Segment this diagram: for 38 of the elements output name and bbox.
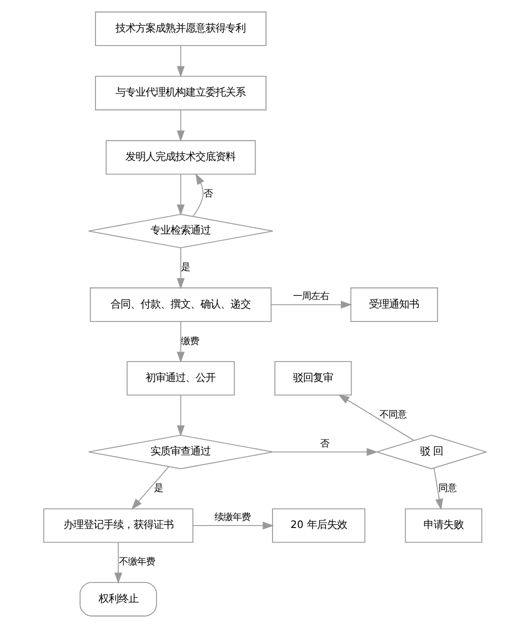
node-diamond: 驳 回 xyxy=(374,434,488,470)
node-box: 权利终止 xyxy=(79,582,156,616)
arrow xyxy=(176,321,184,363)
edge-label: 是 xyxy=(180,262,190,274)
edge-label: 是 xyxy=(153,483,162,494)
arrow xyxy=(176,45,184,78)
node-diamond: 实质审查通过 xyxy=(88,434,273,470)
node-box: 20 年后失效 xyxy=(272,508,365,543)
edge-label: 缴费 xyxy=(180,336,199,347)
node-box: 技术方案成熟并愿意获得专利 xyxy=(94,12,266,46)
arrow xyxy=(270,300,352,309)
arrow xyxy=(192,173,204,217)
node-box: 申请失败 xyxy=(404,508,482,543)
edge-label: 否 xyxy=(202,188,212,200)
arrow xyxy=(176,174,184,216)
node-diamond: 专业检索通过 xyxy=(88,214,273,248)
arrow xyxy=(192,522,274,530)
node-box: 受理通知书 xyxy=(350,287,438,322)
arrow xyxy=(338,394,414,441)
node-box: 合同、付款、撰文、确认、递交 xyxy=(89,287,272,322)
arrow xyxy=(433,468,443,510)
arrow xyxy=(176,247,184,290)
arrow xyxy=(176,110,184,142)
edge-label: 一周左右 xyxy=(292,291,328,302)
edge-label: 同意 xyxy=(438,483,456,494)
edge-label: 不缴年费 xyxy=(118,556,154,568)
arrow xyxy=(130,466,169,510)
node-box: 驳回复审 xyxy=(274,361,352,396)
node-box: 发明人完成技术交底资料 xyxy=(105,140,256,175)
node-box: 与专业代理机构建立委托关系 xyxy=(94,76,266,110)
edge-label: 否 xyxy=(320,438,329,450)
arrow xyxy=(272,448,378,456)
edge-label: 续缴年费 xyxy=(214,512,250,523)
arrow xyxy=(176,394,184,437)
node-box: 初审通过、公开 xyxy=(126,361,234,396)
node-box: 办理登记手续，获得证书 xyxy=(42,508,193,543)
edge-label: 不同意 xyxy=(379,409,406,420)
arrow xyxy=(114,542,122,584)
